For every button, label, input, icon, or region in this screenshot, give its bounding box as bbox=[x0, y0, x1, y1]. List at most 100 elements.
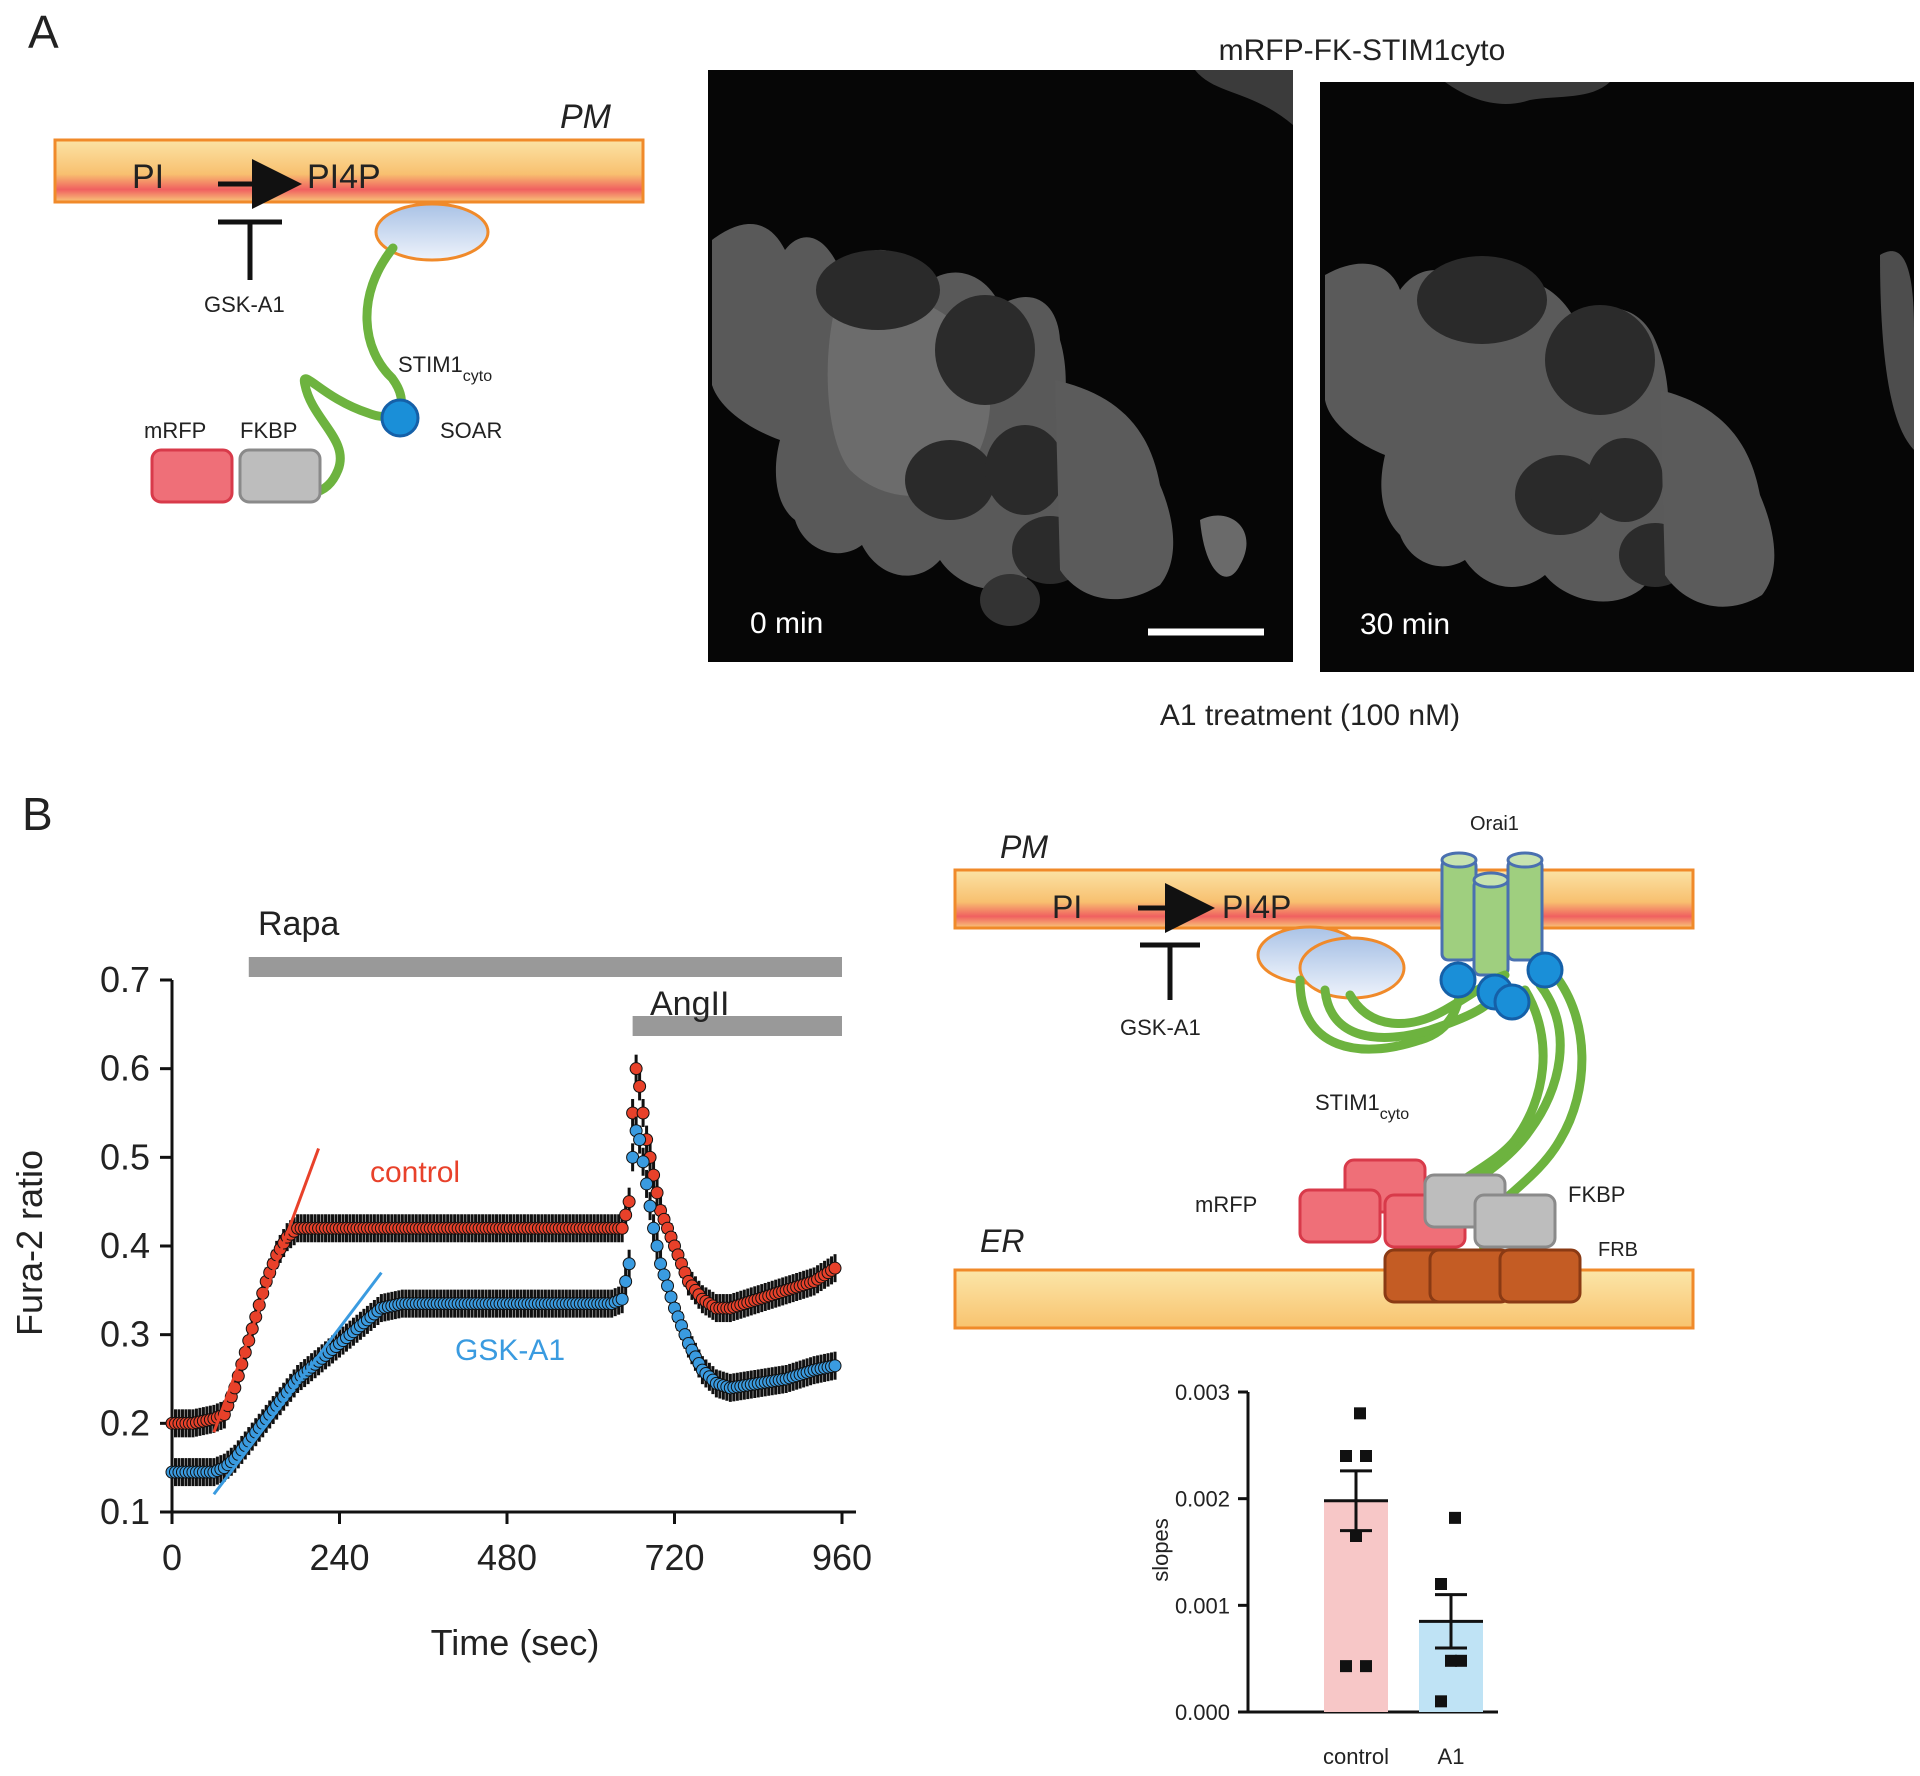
mrfp-label-b: mRFP bbox=[1195, 1192, 1257, 1217]
x-tick-label: 720 bbox=[644, 1537, 704, 1578]
treatment-bars bbox=[248, 957, 843, 1036]
data-point bbox=[828, 1359, 842, 1373]
treatment-caption: A1 treatment (100 nM) bbox=[1160, 699, 1460, 732]
timecourse-xlabel: Time (sec) bbox=[431, 1622, 600, 1663]
pi-label-b: PI bbox=[1052, 889, 1082, 925]
pi-label: PI bbox=[132, 158, 164, 196]
timecourse-ylabel: Fura-2 ratio bbox=[9, 1150, 50, 1336]
treatment-bar-rapa bbox=[248, 957, 843, 977]
x-tick-label: 960 bbox=[812, 1537, 872, 1578]
stim-linker bbox=[280, 243, 406, 498]
stim-label-b: STIM1cyto bbox=[1315, 1090, 1409, 1123]
pm-membrane-b bbox=[953, 868, 1695, 930]
timecourse-axes: 0.1 0.2 0.3 0.4 0.5 0.6 0.7 0 240 480 720 960 bbox=[100, 959, 872, 1578]
rapa-label: Rapa bbox=[258, 905, 339, 943]
gsk-series-label: GSK-A1 bbox=[455, 1334, 565, 1367]
fkbp-boxes-b bbox=[1423, 1173, 1557, 1249]
data-point bbox=[643, 1199, 657, 1213]
timecourse-chart: Rapa AngII 0.1 0.2 0.3 0.4 0.5 0.6 0.7 0 240 480 7… bbox=[9, 905, 872, 1663]
slopes-y-tick-label: 0.000 bbox=[1175, 1700, 1230, 1725]
series-control bbox=[165, 1054, 842, 1438]
x-tick-label: 480 bbox=[477, 1537, 537, 1578]
frb-boxes-b bbox=[1383, 1248, 1582, 1304]
panel-b-schematic: PM PI PI4P GSK-A1 Orai1 bbox=[953, 813, 1695, 1330]
panel-a-letter: A bbox=[28, 6, 59, 58]
slopes-bars bbox=[1324, 1407, 1483, 1712]
image-left-label: 0 min bbox=[750, 607, 823, 640]
data-point bbox=[636, 1106, 650, 1120]
slope-point bbox=[1435, 1695, 1447, 1708]
image-0min: 0 min bbox=[708, 70, 1293, 662]
slope-bar-control bbox=[1324, 1407, 1388, 1712]
pi4p-label-b: PI4P bbox=[1222, 889, 1291, 925]
frb-label-b: FRB bbox=[1598, 1239, 1638, 1261]
fkbp-label-b: FKBP bbox=[1568, 1182, 1625, 1207]
data-point bbox=[647, 1221, 661, 1235]
pm-label-b: PM bbox=[1000, 829, 1048, 865]
slopes-category-label: A1 bbox=[1438, 1744, 1465, 1769]
slope-point bbox=[1350, 1530, 1362, 1542]
angii-label: AngII bbox=[650, 985, 729, 1023]
data-point bbox=[664, 1290, 678, 1304]
y-tick-label: 0.4 bbox=[100, 1225, 150, 1266]
mrfp-box bbox=[150, 448, 234, 504]
slopes-y-tick-label: 0.002 bbox=[1175, 1487, 1230, 1512]
slope-point bbox=[1360, 1660, 1372, 1673]
soar-domains-b bbox=[1439, 951, 1564, 1021]
slope-point bbox=[1340, 1450, 1352, 1462]
slope-point bbox=[1449, 1511, 1461, 1524]
soar-domain bbox=[380, 398, 420, 438]
fkbp-box bbox=[238, 448, 322, 504]
pm-membrane bbox=[53, 138, 645, 204]
panel-a-schematic: PM PI PI4P GSK-A1 STIM1cyto SOAR mRFP FK… bbox=[53, 98, 645, 504]
y-tick-label: 0.2 bbox=[100, 1402, 150, 1443]
slope-point bbox=[1435, 1578, 1447, 1590]
y-tick-label: 0.7 bbox=[100, 959, 150, 1000]
slopes-y-tick-label: 0.003 bbox=[1175, 1380, 1230, 1405]
slope-point bbox=[1455, 1654, 1467, 1667]
fit-line-control bbox=[212, 1147, 320, 1433]
pm-label: PM bbox=[560, 98, 612, 136]
x-tick-label: 240 bbox=[309, 1537, 369, 1578]
polybasic-domain bbox=[374, 202, 490, 262]
panel-b-letter: B bbox=[22, 788, 53, 840]
data-point bbox=[615, 1221, 629, 1235]
image-30min: 30 min bbox=[1320, 82, 1914, 672]
treatment-bar-angii bbox=[632, 1016, 842, 1036]
y-tick-label: 0.5 bbox=[100, 1136, 150, 1177]
slopes-y-tick-label: 0.001 bbox=[1175, 1593, 1230, 1618]
data-point bbox=[640, 1177, 654, 1191]
pi4p-label: PI4P bbox=[307, 158, 381, 196]
data-point bbox=[828, 1261, 842, 1275]
y-tick-label: 0.3 bbox=[100, 1314, 150, 1355]
er-membrane bbox=[953, 1268, 1695, 1330]
data-point bbox=[619, 1208, 633, 1222]
er-label: ER bbox=[980, 1223, 1024, 1259]
data-point bbox=[654, 1257, 668, 1271]
series-gsk-a1 bbox=[165, 1116, 842, 1487]
y-tick-label: 0.1 bbox=[100, 1491, 150, 1532]
soar-label: SOAR bbox=[440, 418, 502, 443]
orai-channel bbox=[1440, 851, 1544, 977]
images-title: mRFP-FK-STIM1cyto bbox=[1219, 34, 1506, 67]
data-point bbox=[619, 1274, 633, 1288]
slope-point bbox=[1340, 1660, 1352, 1673]
data-point bbox=[629, 1062, 643, 1076]
polybasic-domain-b2 bbox=[1298, 936, 1406, 1000]
slopes-axes: 0.000 0.001 0.002 0.003 control A1 bbox=[1175, 1380, 1498, 1769]
slope-point bbox=[1360, 1450, 1372, 1462]
inhibitor-label: GSK-A1 bbox=[204, 292, 285, 317]
slope-bar-a1 bbox=[1419, 1511, 1483, 1712]
x-tick-label: 0 bbox=[162, 1537, 182, 1578]
data-point bbox=[661, 1279, 675, 1293]
y-tick-label: 0.6 bbox=[100, 1048, 150, 1089]
data-point bbox=[657, 1268, 671, 1282]
control-series-label: control bbox=[370, 1156, 460, 1189]
orai-label: Orai1 bbox=[1470, 813, 1519, 835]
data-point bbox=[622, 1195, 636, 1209]
slopes-category-label: control bbox=[1323, 1744, 1389, 1769]
stim-label: STIM1cyto bbox=[398, 352, 492, 385]
slopes-ylabel: slopes bbox=[1148, 1518, 1173, 1582]
image-right-label: 30 min bbox=[1360, 608, 1450, 641]
